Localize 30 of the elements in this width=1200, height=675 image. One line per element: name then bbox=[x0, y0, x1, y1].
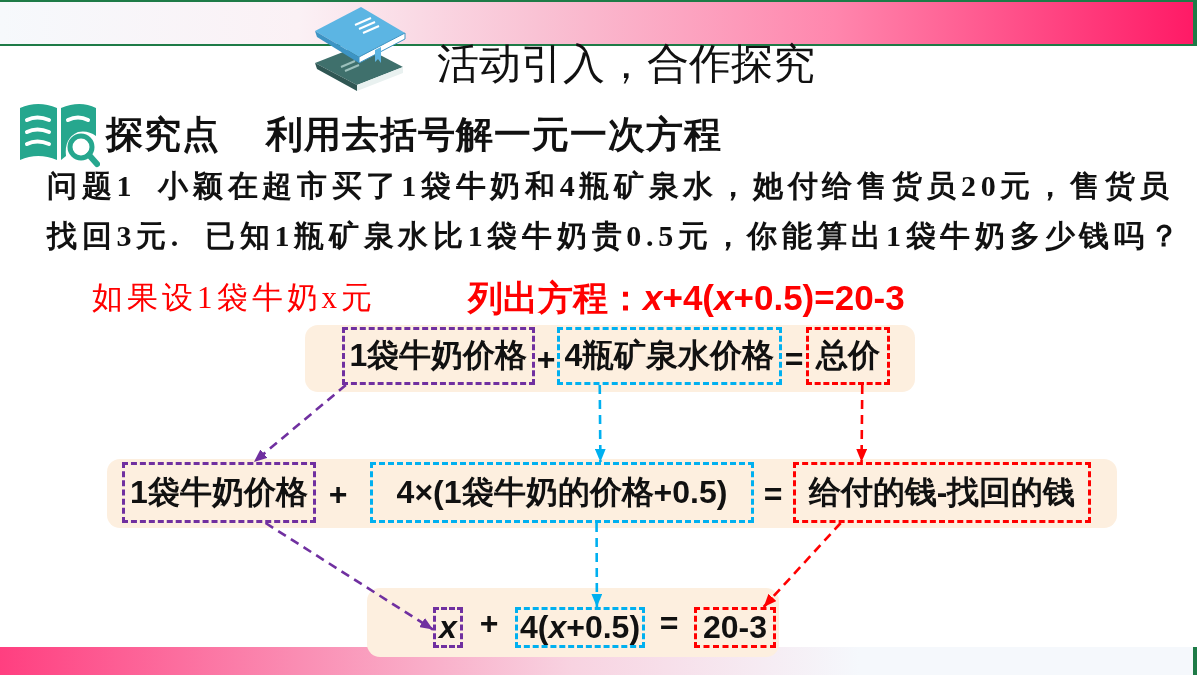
section-label: 探究点 bbox=[106, 113, 220, 157]
dashed-arrow bbox=[591, 523, 603, 607]
dashed-arrow bbox=[762, 522, 842, 608]
equation-band bbox=[367, 588, 779, 657]
dashed-arrow bbox=[264, 521, 434, 631]
operator-sign: + bbox=[328, 474, 348, 513]
operator-sign: = bbox=[763, 474, 783, 513]
dashed-arrow bbox=[856, 385, 868, 462]
section-heading: 利用去括号解一元一次方程 bbox=[266, 113, 722, 157]
problem-text: 问题1 小颖在超市买了1袋牛奶和4瓶矿泉水，她付给售货员20元，售货员找回3元. 已知1瓶矿泉水比1袋牛奶贵0.5元，你能算出1袋牛奶多少钱吗？ bbox=[47, 168, 1185, 254]
dashed-term-frame: 4×(1袋牛奶的价格+0.5) bbox=[370, 462, 754, 523]
assumption-note: 如果设1袋牛奶x元 bbox=[92, 279, 376, 317]
equation-band bbox=[305, 325, 915, 392]
dashed-term-frame: 4(x+0.5) bbox=[515, 607, 645, 648]
slide-title: 活动引入，合作探究 bbox=[437, 40, 815, 89]
dashed-term-frame: 1袋牛奶价格 bbox=[342, 327, 535, 385]
dashed-term-frame: 4瓶矿泉水价格 bbox=[557, 327, 782, 385]
operator-sign: + bbox=[536, 339, 556, 378]
operator-sign: + bbox=[479, 603, 499, 642]
dashed-arrow bbox=[253, 384, 347, 463]
dashed-term-frame: 总价 bbox=[806, 327, 890, 385]
operator-sign: = bbox=[659, 603, 679, 642]
dashed-term-frame: x bbox=[433, 607, 463, 648]
operator-sign: = bbox=[784, 339, 804, 378]
equation-text: 列出方程：x+4(x+0.5)=20-3 bbox=[468, 277, 905, 319]
dashed-term-frame: 20-3 bbox=[694, 607, 776, 648]
dashed-arrow bbox=[594, 385, 606, 462]
dashed-term-frame: 给付的钱-找回的钱 bbox=[793, 462, 1091, 523]
equation-band bbox=[107, 459, 1117, 528]
dashed-term-frame: 1袋牛奶价格 bbox=[122, 462, 316, 523]
